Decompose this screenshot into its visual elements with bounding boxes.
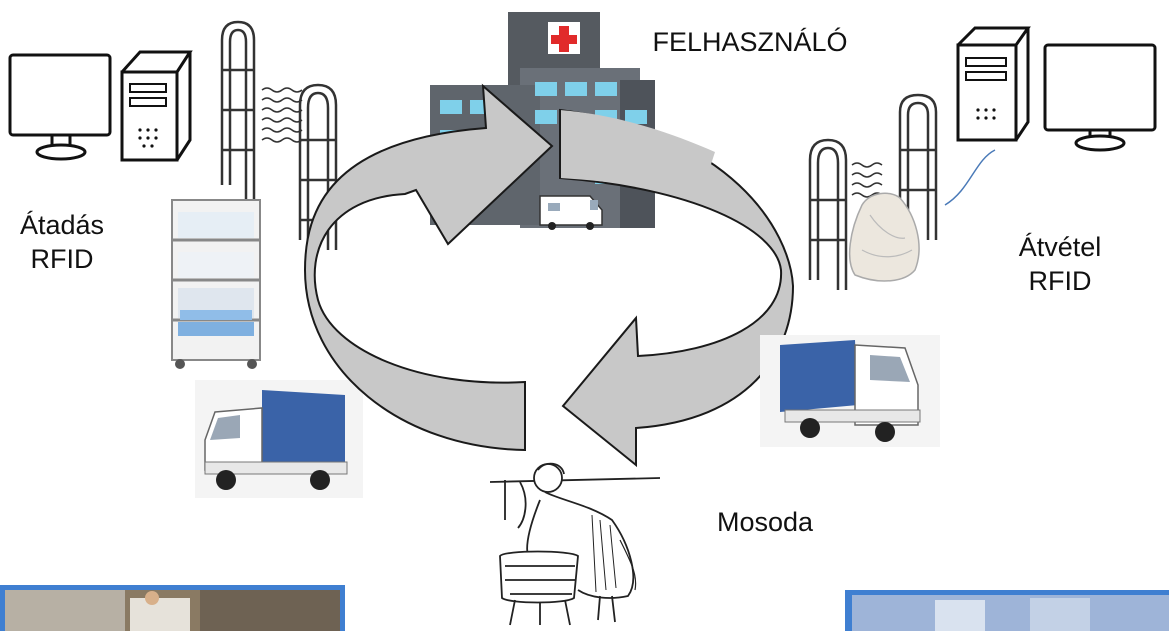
- cycle-arrows: [303, 83, 795, 468]
- rfid-gate-left-icon: [220, 20, 338, 250]
- laundry-photo-left: [0, 585, 345, 631]
- user-label: FELHASZNÁLÓ: [652, 27, 848, 57]
- return-arrow: [559, 108, 795, 468]
- receipt-label-line2: RFID: [1028, 266, 1092, 296]
- receipt-label: Átvétel RFID: [995, 230, 1125, 298]
- laundry-bag-icon: [848, 192, 920, 282]
- computer-left-icon: [8, 50, 193, 162]
- computer-right-icon: [944, 26, 1157, 206]
- handover-label-line1: Átadás: [19, 210, 105, 240]
- handover-label-line2: RFID: [30, 244, 94, 274]
- laundry-photo-right: [845, 590, 1169, 631]
- handover-label: Átadás RFID: [2, 208, 122, 276]
- truck-right-icon: [760, 335, 940, 447]
- truck-left-icon: [195, 380, 363, 498]
- linen-cart-icon: [171, 199, 261, 369]
- ambulance-icon: [539, 195, 603, 230]
- delivery-arrow: [303, 83, 554, 452]
- washerwoman-icon: [489, 462, 661, 626]
- receipt-label-line1: Átvétel: [1018, 232, 1102, 262]
- rfid-gate-right-icon: [808, 93, 938, 290]
- laundry-label: Mosoda: [716, 507, 814, 537]
